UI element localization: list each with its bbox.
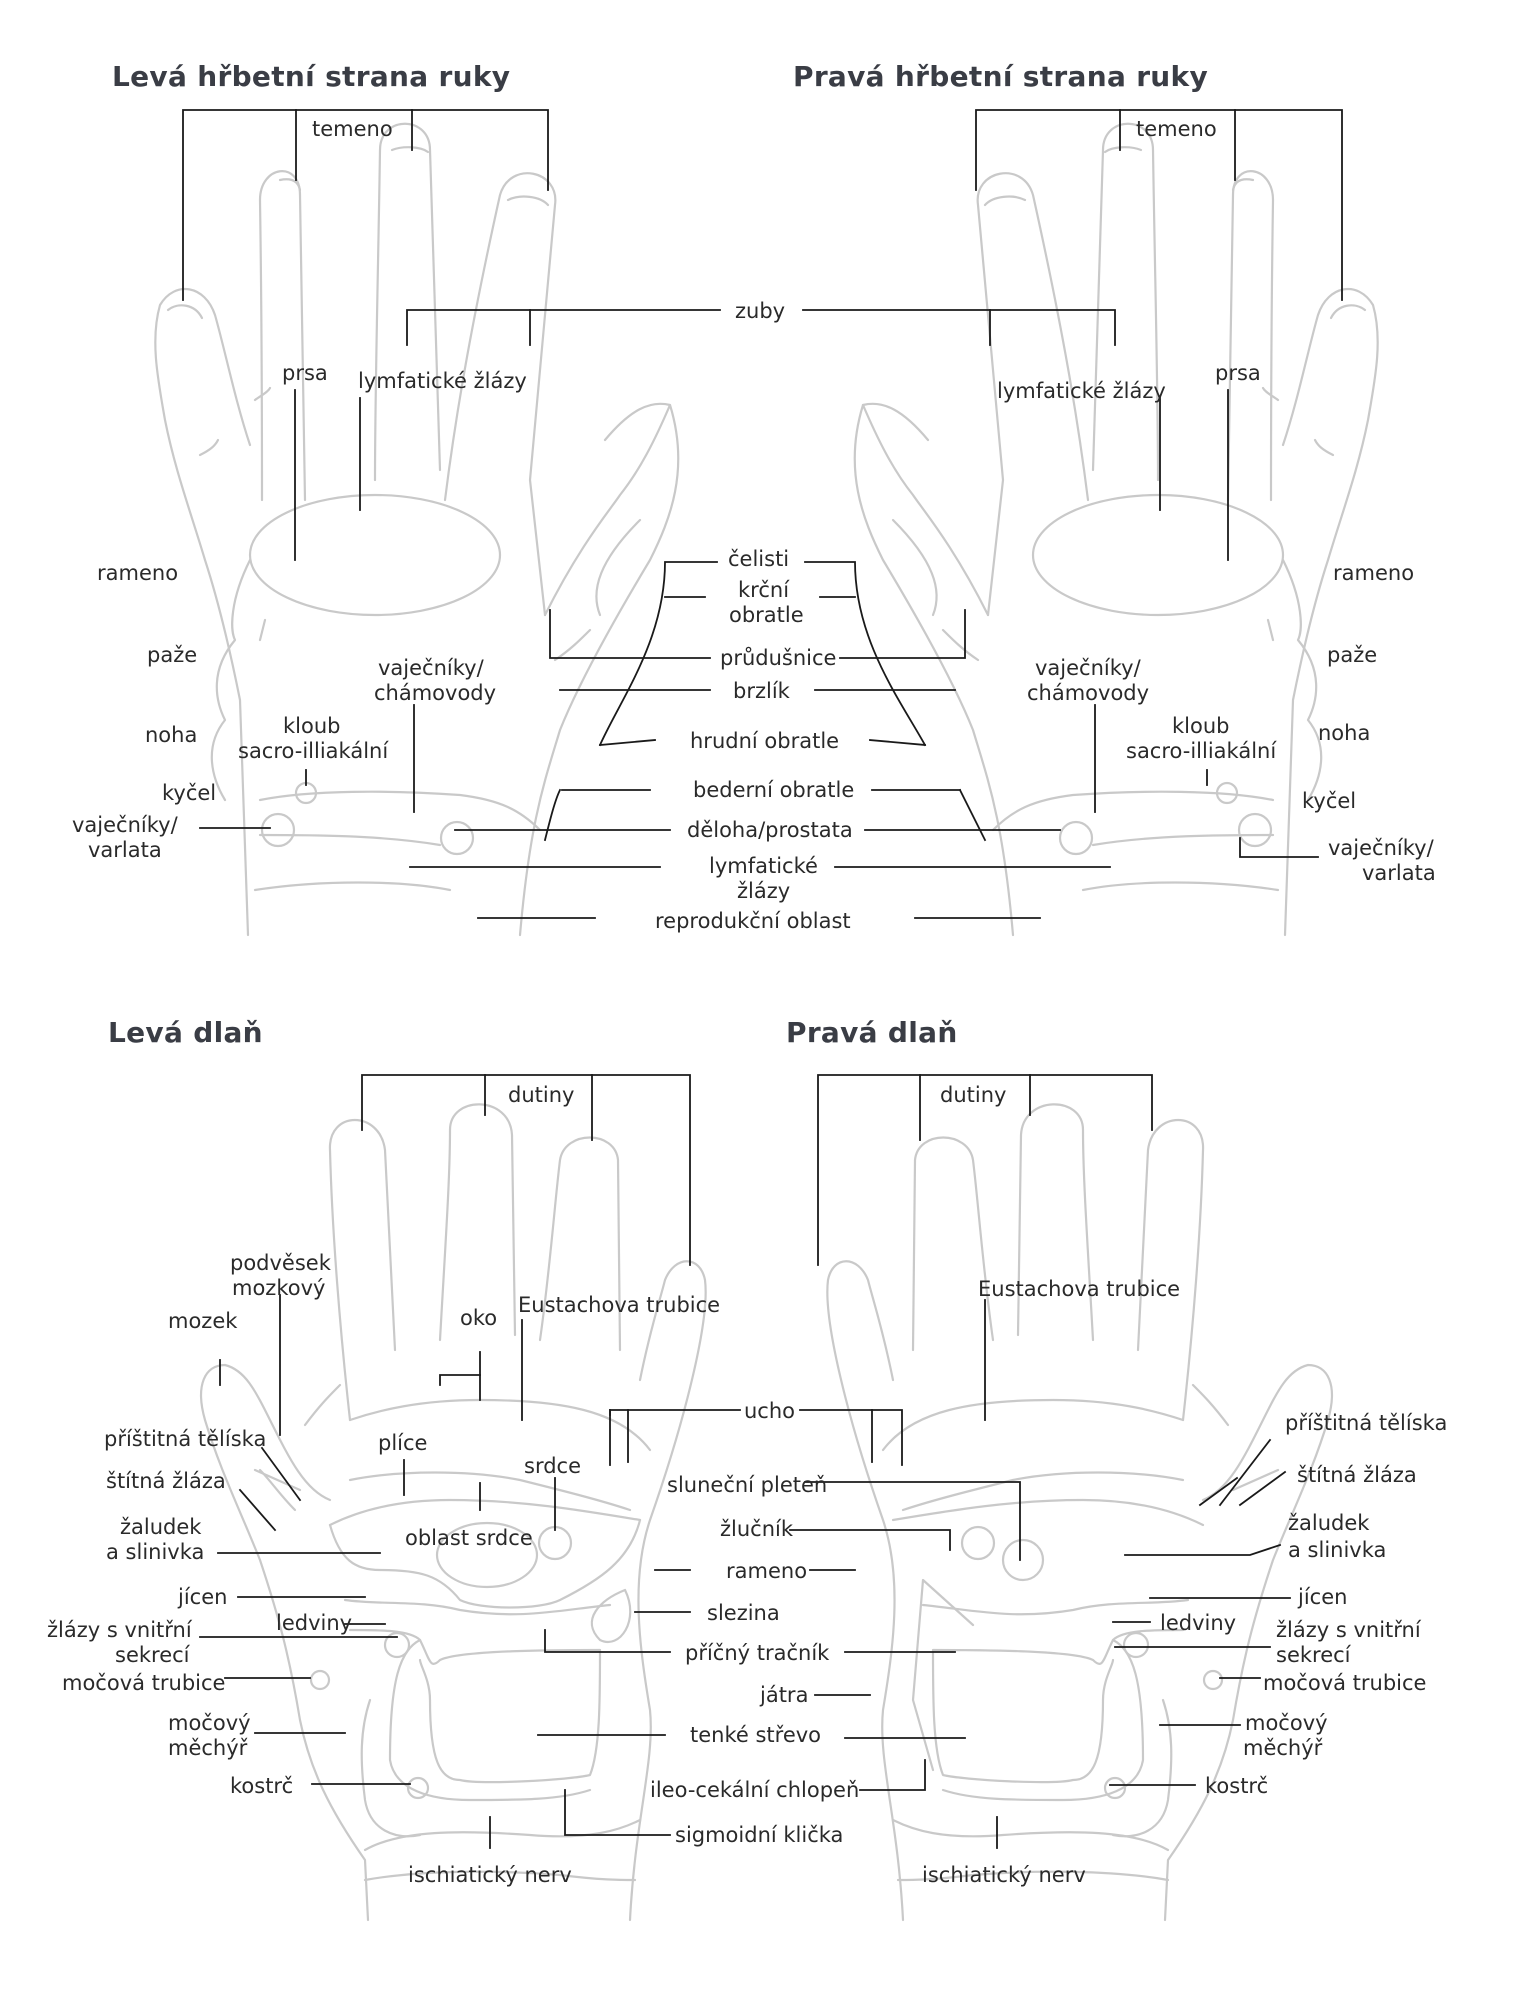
label-jicen-right: jícen bbox=[1297, 1585, 1347, 1609]
label-kostrc-right: kostrč bbox=[1205, 1774, 1268, 1798]
label-ischiaticky-right: ischiatický nerv bbox=[922, 1863, 1086, 1887]
label-dutiny-left: dutiny bbox=[508, 1083, 574, 1107]
label-bederni: bederní obratle bbox=[693, 778, 854, 802]
palm-leader-lines bbox=[199, 1074, 1291, 1849]
label-sigmoidni: sigmoidní klička bbox=[675, 1823, 843, 1847]
label-stitna-left: štítná žláza bbox=[106, 1469, 226, 1493]
label-rameno-palm: rameno bbox=[726, 1559, 807, 1583]
label-zuby: zuby bbox=[735, 299, 785, 323]
label-mechyr-right-2: měchýř bbox=[1243, 1736, 1323, 1760]
label-prudusnice: průdušnice bbox=[720, 646, 836, 670]
label-jatra: játra bbox=[759, 1683, 808, 1707]
label-podvesek-2: mozkový bbox=[232, 1276, 325, 1300]
label-vajecniky-varlata-right-1: vaječníky/ bbox=[1328, 836, 1435, 860]
label-paze-right: paže bbox=[1327, 643, 1377, 667]
right-palm-outline bbox=[826, 1103, 1333, 1922]
back-leader-lines bbox=[182, 109, 1343, 919]
label-eustachova-right: Eustachova trubice bbox=[978, 1277, 1180, 1301]
label-ischiaticky-left: ischiatický nerv bbox=[408, 1863, 572, 1887]
label-temeno-right: temeno bbox=[1136, 117, 1217, 141]
label-reprodukcni: reprodukční oblast bbox=[655, 909, 851, 933]
label-mechyr-right-1: močový bbox=[1245, 1711, 1328, 1735]
label-zaludek-left-2: a slinivka bbox=[106, 1540, 204, 1564]
label-vajecniky-chamovody-right-2: chámovody bbox=[1027, 681, 1149, 705]
label-ledviny-right: ledviny bbox=[1160, 1611, 1236, 1635]
label-zlazy-right-2: sekrecí bbox=[1276, 1643, 1352, 1667]
label-kostrc-left: kostrč bbox=[230, 1774, 293, 1798]
title-left-back: Levá hřbetní strana ruky bbox=[112, 60, 510, 93]
label-zlazy-left-1: žlázy s vnitřní bbox=[47, 1618, 193, 1642]
label-vajecniky-varlata-left-2: varlata bbox=[88, 838, 162, 862]
label-mocova-right: močová trubice bbox=[1263, 1671, 1426, 1695]
label-vajecniky-chamovody-left-2: chámovody bbox=[374, 681, 496, 705]
label-zaludek-right-1: žaludek bbox=[1288, 1511, 1370, 1535]
label-mozek: mozek bbox=[168, 1309, 238, 1333]
label-rameno-right: rameno bbox=[1333, 561, 1414, 585]
title-right-palm: Pravá dlaň bbox=[786, 1016, 958, 1049]
label-pristitna-right: příštitná tělíska bbox=[1285, 1411, 1447, 1435]
label-noha-left: noha bbox=[145, 723, 197, 747]
label-pricny: příčný tračník bbox=[685, 1641, 830, 1665]
label-prsa-right: prsa bbox=[1215, 361, 1261, 385]
label-stitna-right: štítná žláza bbox=[1297, 1463, 1417, 1487]
label-zaludek-left-1: žaludek bbox=[120, 1515, 202, 1539]
label-srdce: srdce bbox=[524, 1454, 581, 1478]
label-rameno-left: rameno bbox=[97, 561, 178, 585]
label-vajecniky-chamovody-left-1: vaječníky/ bbox=[378, 656, 485, 680]
label-kloub-right-1: kloub bbox=[1172, 714, 1229, 738]
label-kycel-right: kyčel bbox=[1302, 789, 1356, 813]
label-vajecniky-chamovody-right-1: vaječníky/ bbox=[1035, 656, 1142, 680]
label-eustachova-left: Eustachova trubice bbox=[518, 1293, 720, 1317]
label-noha-right: noha bbox=[1318, 721, 1370, 745]
label-pristitna-left: příštitná tělíska bbox=[104, 1427, 266, 1451]
label-celisti: čelisti bbox=[728, 547, 789, 571]
label-kloub-left-1: kloub bbox=[283, 714, 340, 738]
label-oblast-srdce: oblast srdce bbox=[405, 1526, 533, 1550]
label-tenke: tenké střevo bbox=[690, 1723, 821, 1747]
label-slezina: slezina bbox=[707, 1601, 780, 1625]
label-ileo: ileo-cekální chlopeň bbox=[650, 1778, 859, 1802]
label-kloub-right-2: sacro-illiakální bbox=[1126, 739, 1277, 763]
label-brzlik: brzlík bbox=[733, 679, 791, 703]
label-paze-left: paže bbox=[147, 643, 197, 667]
label-ucho: ucho bbox=[744, 1399, 795, 1423]
label-zaludek-right-2: a slinivka bbox=[1288, 1538, 1386, 1562]
label-deloha: děloha/prostata bbox=[687, 818, 853, 842]
label-hrudni: hrudní obratle bbox=[690, 729, 839, 753]
label-vajecniky-varlata-left-1: vaječníky/ bbox=[72, 813, 179, 837]
left-palm-outline bbox=[200, 1103, 707, 1922]
label-slunecni: sluneční pleteň bbox=[667, 1473, 827, 1497]
label-lymf-1: lymfatické bbox=[709, 854, 818, 878]
label-krcni-1: krční bbox=[738, 578, 790, 602]
label-mocova-left: močová trubice bbox=[62, 1671, 225, 1695]
label-prsa-left: prsa bbox=[282, 361, 328, 385]
right-back-hand-outline bbox=[853, 122, 1379, 937]
label-krcni-2: obratle bbox=[729, 603, 804, 627]
title-left-palm: Levá dlaň bbox=[108, 1016, 263, 1049]
label-kloub-left-2: sacro-illiakální bbox=[238, 739, 389, 763]
label-zlazy-left-2: sekrecí bbox=[115, 1643, 191, 1667]
label-zlucnik: žlučník bbox=[720, 1517, 794, 1541]
label-lymf-2: žlázy bbox=[737, 879, 790, 903]
label-lymfaticke-right: lymfatické žlázy bbox=[997, 379, 1166, 403]
title-right-back: Pravá hřbetní strana ruky bbox=[793, 60, 1208, 93]
label-lymfaticke-left: lymfatické žlázy bbox=[358, 369, 527, 393]
label-temeno-left: temeno bbox=[312, 117, 393, 141]
label-jicen-left: jícen bbox=[177, 1585, 227, 1609]
label-dutiny-right: dutiny bbox=[940, 1083, 1006, 1107]
label-mechyr-left-1: močový bbox=[168, 1711, 251, 1735]
left-back-hand-outline bbox=[154, 122, 680, 937]
label-zlazy-right-1: žlázy s vnitřní bbox=[1276, 1618, 1422, 1642]
label-oko: oko bbox=[460, 1306, 497, 1330]
label-plice: plíce bbox=[378, 1431, 427, 1455]
label-podvesek-1: podvěsek bbox=[230, 1251, 332, 1275]
label-ledviny-left: ledviny bbox=[276, 1611, 352, 1635]
label-kycel-left: kyčel bbox=[162, 781, 216, 805]
label-mechyr-left-2: měchýř bbox=[168, 1736, 248, 1760]
label-vajecniky-varlata-right-2: varlata bbox=[1362, 861, 1436, 885]
